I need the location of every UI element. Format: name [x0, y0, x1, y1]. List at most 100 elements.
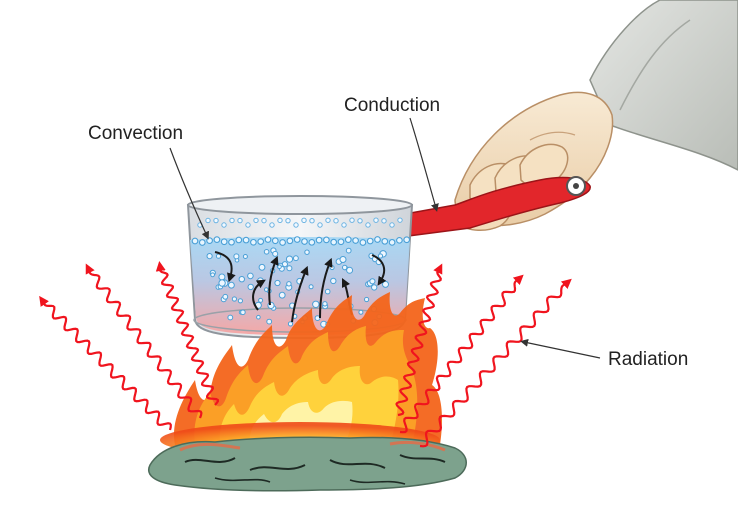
bubble [237, 217, 243, 224]
convection-arrow-1 [214, 251, 236, 283]
bubble [308, 284, 314, 290]
radiation-leader [520, 338, 601, 359]
bubble [247, 283, 254, 291]
bubble [324, 288, 331, 295]
bubble [233, 253, 240, 260]
bubble [349, 217, 355, 223]
radiation-wave-4 [395, 263, 443, 417]
bubble [325, 217, 331, 223]
bubble [371, 284, 378, 291]
bubble [389, 222, 395, 228]
bubble [374, 236, 381, 243]
sleeve [589, 0, 738, 171]
bubble [293, 255, 299, 262]
bubble [198, 239, 206, 246]
bubble [357, 218, 363, 224]
pot-handle [404, 176, 591, 237]
bubble [403, 236, 411, 244]
bubble-icon [191, 217, 411, 246]
coal-icon [148, 436, 467, 492]
bubble [274, 279, 281, 287]
bubble [231, 296, 237, 302]
bubble [344, 236, 352, 243]
bubble [271, 237, 279, 245]
handle-rivet [573, 183, 579, 189]
bubble [218, 279, 226, 287]
bubble [206, 253, 213, 260]
bubble [250, 238, 257, 246]
bubble [221, 222, 227, 228]
knuckle-line [529, 131, 576, 141]
bubble [256, 314, 261, 320]
bubble [293, 222, 299, 228]
bubble [215, 253, 222, 259]
bubble [235, 236, 243, 244]
bubble [261, 217, 267, 224]
bubble [229, 217, 235, 224]
bubble [242, 254, 248, 259]
bubble [339, 256, 347, 263]
bubble [228, 281, 235, 289]
label-convection: Convection [88, 123, 209, 240]
bubble [396, 236, 403, 244]
bubble [205, 217, 211, 224]
bubble [301, 217, 307, 224]
bubble [377, 253, 384, 259]
bubble [285, 217, 291, 224]
coal-crack-3 [329, 459, 386, 469]
bubble [228, 238, 235, 246]
convection-arrow-5 [319, 257, 333, 319]
bubble [269, 222, 275, 228]
conduction-leader [409, 117, 439, 212]
coal-crack-4 [399, 454, 446, 463]
label-conduction: Conduction [344, 95, 440, 212]
bubble [264, 287, 269, 292]
radiation-wave-2 [85, 263, 203, 419]
convection-arrow-3 [268, 255, 279, 306]
bubble [330, 238, 338, 246]
bubble [365, 222, 371, 228]
bubble [227, 314, 234, 321]
bubble [257, 238, 265, 245]
radiation-wave-6 [419, 278, 572, 448]
bubble [258, 297, 264, 303]
bubble [272, 250, 279, 257]
bubble [222, 293, 229, 300]
bubble [369, 278, 376, 285]
coal-ember [179, 442, 241, 452]
bubble [346, 266, 354, 274]
convection-arrow-7 [371, 254, 387, 286]
bubble [245, 222, 251, 228]
bubble [341, 222, 347, 228]
bubble [342, 264, 348, 271]
bubble [388, 239, 396, 246]
bubble [329, 265, 335, 271]
bubble [242, 236, 250, 244]
bubble [286, 281, 292, 287]
bubble [304, 249, 310, 255]
conduction-label: Conduction [344, 95, 440, 116]
bubble [359, 239, 367, 246]
bubble [330, 277, 337, 285]
coal-bed [148, 436, 467, 492]
bubble [337, 238, 345, 246]
bubble [314, 315, 321, 322]
bubble [366, 237, 374, 245]
bubble [206, 237, 213, 244]
bubble [301, 238, 308, 245]
sleeve-fold [619, 19, 691, 111]
radiation-wave-icon [39, 261, 572, 448]
coal-crack-2 [249, 464, 306, 471]
bubble [308, 238, 316, 246]
bubble [213, 217, 219, 224]
bubble [323, 236, 330, 244]
bubble [213, 236, 221, 243]
bubble [220, 238, 228, 246]
bubble [277, 264, 282, 270]
bubble [358, 309, 364, 315]
bubble [277, 217, 283, 224]
radiation-label: Radiation [608, 349, 688, 370]
bubble [382, 280, 389, 288]
bubble [264, 236, 272, 243]
